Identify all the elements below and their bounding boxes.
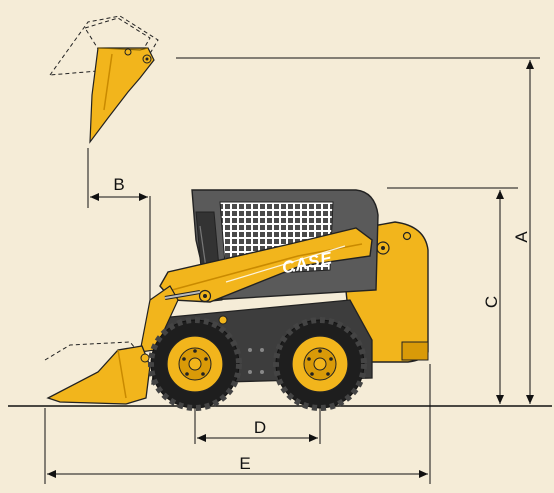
dim-c-label: C bbox=[482, 296, 501, 308]
dim-e-label: E bbox=[239, 454, 250, 473]
skid-steer-loader: CASE bbox=[44, 189, 429, 411]
dim-b-label: B bbox=[113, 175, 124, 194]
dim-d-label: D bbox=[254, 418, 266, 437]
rear-wheel bbox=[273, 317, 367, 411]
raised-bucket bbox=[48, 15, 159, 144]
dim-a-label: A bbox=[512, 231, 531, 243]
front-wheel bbox=[148, 317, 242, 411]
